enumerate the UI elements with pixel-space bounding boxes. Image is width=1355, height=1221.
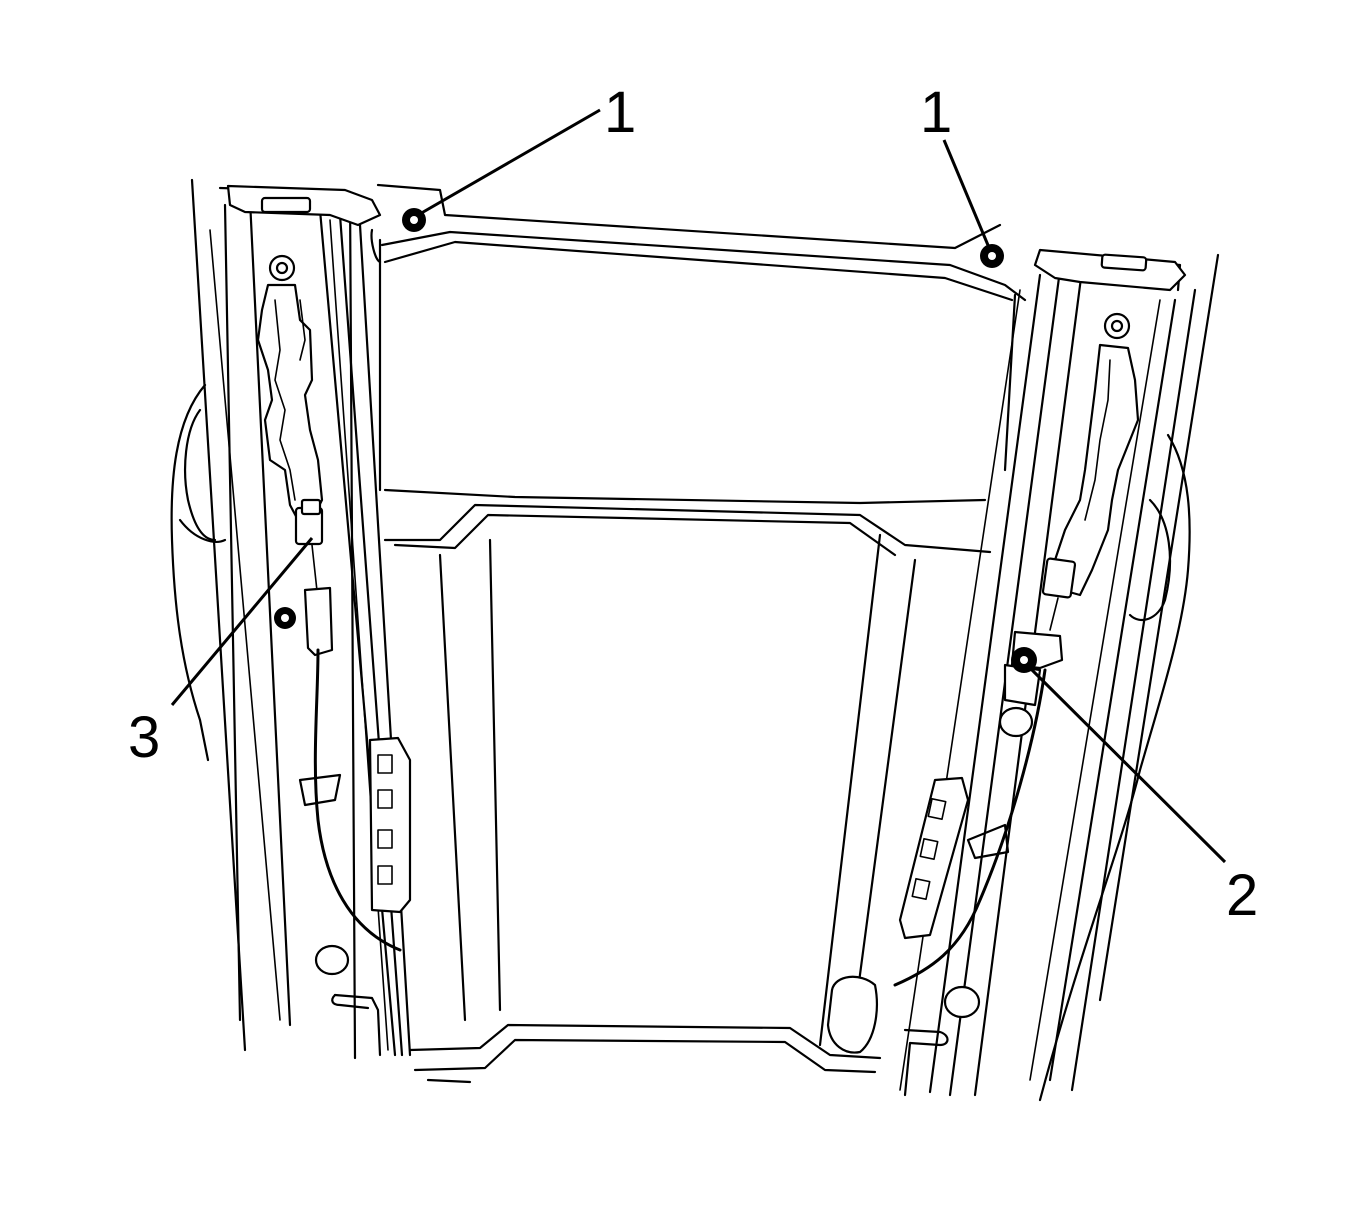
leader-lines	[170, 108, 1227, 864]
fasteners	[274, 208, 1037, 673]
right-outer-contour	[1038, 253, 1220, 1102]
callout-1-left: 1	[604, 80, 636, 145]
center-panel	[383, 488, 992, 1084]
left-outer-contour	[170, 178, 247, 1052]
callout-labels: 1 1 2 3	[128, 80, 1258, 928]
front-frame	[370, 183, 1027, 492]
right-rail	[899, 248, 1197, 1097]
callout-1-right: 1	[920, 80, 952, 145]
callout-3: 3	[128, 705, 160, 770]
right-latch	[826, 312, 1140, 1097]
left-latch	[256, 254, 412, 1057]
callout-2: 2	[1226, 863, 1258, 928]
left-rail	[209, 184, 412, 1060]
leader-1a	[417, 108, 601, 217]
leader-1b	[942, 139, 992, 251]
leader-2	[1028, 666, 1227, 864]
leader-3	[170, 537, 314, 706]
